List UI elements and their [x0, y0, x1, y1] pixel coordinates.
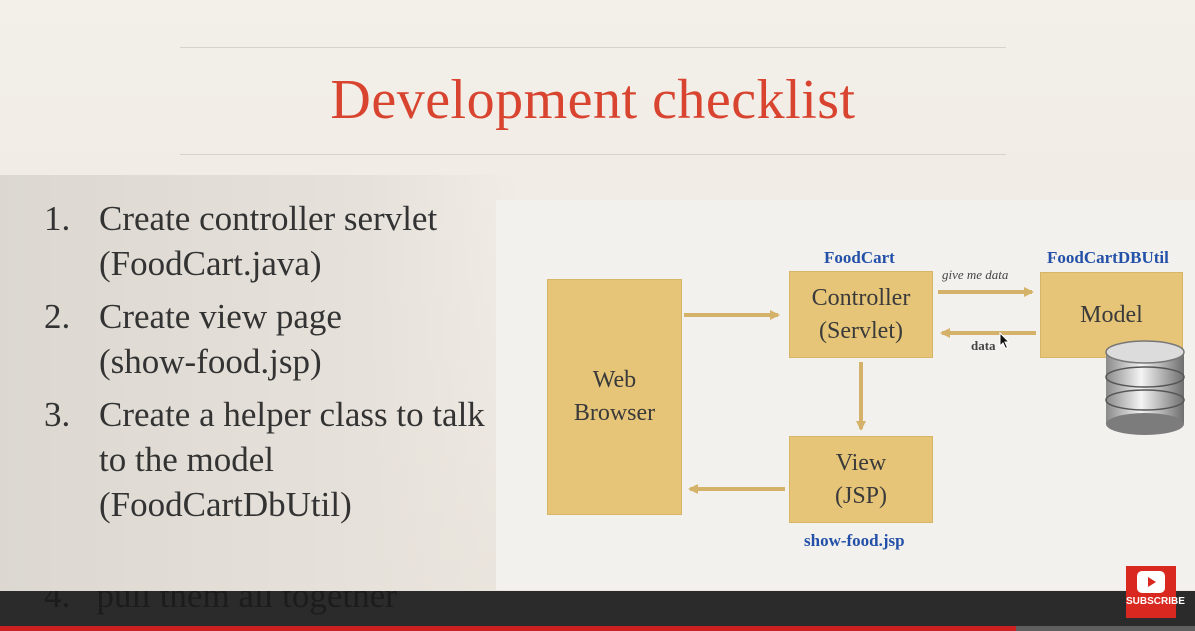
slide-background-shade — [0, 175, 520, 605]
web-browser-label: Web — [592, 367, 637, 393]
checklist-number: 1. — [44, 199, 71, 238]
checklist-subtext: to the model — [99, 440, 274, 479]
view-label: View — [835, 449, 887, 476]
title-bottom-rule — [180, 154, 1006, 155]
checklist-subtext: (FoodCart.java) — [99, 244, 322, 283]
controller-caption: FoodCart — [824, 248, 895, 267]
view-box: View (JSP) — [789, 436, 933, 523]
checklist-subtext: (FoodCartDbUtil) — [99, 485, 352, 524]
view-caption: show-food.jsp — [804, 531, 905, 550]
model-box: Model — [1040, 272, 1183, 358]
checklist-item-2: 2. Create view page (show-food.jsp) — [44, 294, 544, 384]
mouse-cursor-icon — [999, 332, 1011, 350]
checklist-number: 2. — [44, 297, 71, 336]
checklist-item-4: 4. pull them all together — [44, 591, 397, 618]
checklist-text: Create a helper class to talk — [99, 395, 485, 434]
request-arrow-label: give me data — [942, 267, 1009, 282]
view-sublabel: (JSP) — [834, 482, 888, 509]
checklist-subtext: (show-food.jsp) — [99, 342, 322, 381]
checklist-text: Create controller servlet — [99, 199, 438, 238]
web-browser-label: Browser — [573, 400, 656, 426]
database-icon — [1105, 340, 1185, 435]
checklist: 1. Create controller servlet (FoodCart.j… — [44, 196, 544, 533]
checklist-item-1: 1. Create controller servlet (FoodCart.j… — [44, 196, 544, 286]
controller-sublabel: (Servlet) — [819, 317, 903, 344]
checklist-number: 4. — [44, 591, 71, 615]
player-control-bar: 4. pull them all together — [0, 591, 1195, 631]
youtube-play-icon — [1137, 571, 1165, 593]
controller-box: Controller (Servlet) — [789, 271, 933, 358]
checklist-text: pull them all together — [96, 591, 397, 615]
controller-label: Controller — [811, 284, 911, 311]
checklist-item-3: 3. Create a helper class to talk to the … — [44, 392, 544, 527]
model-caption: FoodCartDBUtil — [1047, 248, 1169, 267]
checklist-text: Create view page — [99, 297, 342, 336]
video-progress-fill — [0, 626, 1016, 631]
web-browser-box: Web Browser — [547, 279, 682, 515]
checklist-number: 3. — [44, 395, 71, 434]
subscribe-label: SUBSCRIBE — [1126, 596, 1185, 607]
response-arrow-label: data — [971, 338, 996, 353]
title-top-rule — [180, 47, 1006, 48]
subscribe-button[interactable]: SUBSCRIBE — [1126, 566, 1185, 618]
slide-title: Development checklist — [330, 69, 856, 131]
model-label: Model — [1080, 301, 1143, 328]
